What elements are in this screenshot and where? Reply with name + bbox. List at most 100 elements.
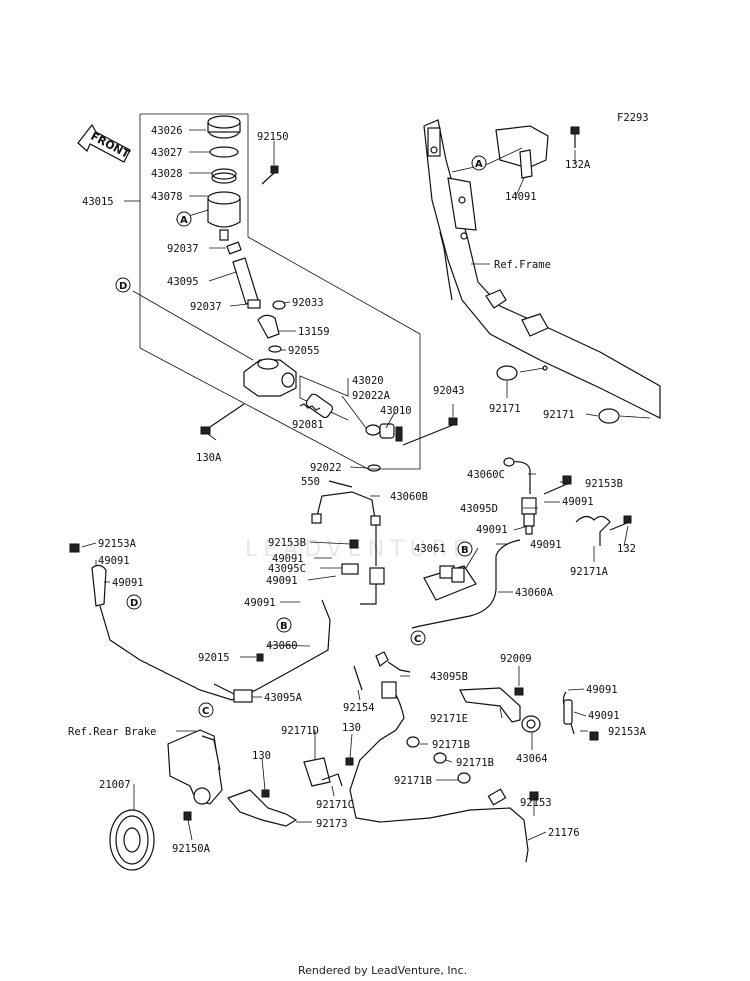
- caliper-hose: [349, 681, 529, 863]
- label-130A: 130A: [196, 452, 222, 464]
- master-cylinder-assembly-box: [139, 113, 421, 470]
- label-92150A: 92150A: [172, 843, 211, 855]
- label-49091-e: 49091: [112, 577, 144, 589]
- label-43027: 43027: [151, 147, 183, 159]
- callout-B-2: B: [276, 617, 292, 633]
- label-43095C: 43095C: [268, 563, 306, 575]
- label-43095D: 43095D: [460, 503, 498, 515]
- label-132A: 132A: [565, 159, 591, 171]
- label-92171C: 92171C: [316, 799, 354, 811]
- label-14091: 14091: [505, 191, 537, 203]
- bolt-132A: [570, 126, 580, 148]
- pin-550: [328, 480, 353, 488]
- hose-clamp: [226, 241, 242, 255]
- svg-text:A: A: [475, 159, 483, 170]
- label-130-b: 130: [252, 750, 271, 762]
- label-43064: 43064: [516, 753, 548, 765]
- bolt-132: [609, 515, 632, 531]
- oring-92033: [272, 300, 286, 310]
- bolt-92153A-left: [69, 543, 80, 553]
- svg-text:C: C: [202, 706, 209, 717]
- bolt-92150A: [183, 811, 192, 821]
- frame: [423, 119, 661, 419]
- distributor-43061: [423, 565, 477, 601]
- label-43026: 43026: [151, 125, 183, 137]
- label-43015: 43015: [82, 196, 114, 208]
- svg-text:D: D: [119, 281, 127, 292]
- label-92037-a: 92037: [167, 243, 199, 255]
- label-92153B: 92153B: [585, 478, 623, 490]
- callout-B-1: B: [457, 541, 473, 557]
- label-92015: 92015: [198, 652, 230, 664]
- label-43060B: 43060B: [390, 491, 428, 503]
- svg-text:D: D: [130, 598, 138, 609]
- label-49091-h: 49091: [244, 597, 276, 609]
- label-ref-rear-brake: Ref.Rear Brake: [68, 726, 157, 738]
- brake-hose-43060B: [311, 491, 381, 566]
- banjo-43095D: [521, 497, 537, 535]
- label-92171E: 92171E: [430, 713, 468, 725]
- label-49091-b: 49091: [476, 524, 508, 536]
- diaphragm: [211, 168, 237, 184]
- label-92153B-mid: 92153B: [268, 537, 306, 549]
- bracket-92171C: [321, 773, 343, 787]
- label-13159: 13159: [298, 326, 330, 338]
- footer-credit: Rendered by LeadVenture, Inc.: [298, 964, 467, 977]
- label-550: 550: [301, 476, 320, 488]
- label-49091-d: 49091: [98, 555, 130, 567]
- label-21007: 21007: [99, 779, 131, 791]
- label-92081: 92081: [292, 419, 324, 431]
- label-43095B: 43095B: [430, 671, 468, 683]
- banjo-43095A: [233, 689, 253, 703]
- label-43095: 43095: [167, 276, 199, 288]
- label-ref-frame: Ref.Frame: [494, 259, 551, 271]
- banjo-43095C: [341, 563, 385, 605]
- callout-D-2: D: [126, 594, 142, 610]
- label-92033: 92033: [292, 297, 324, 309]
- bolt-130-mid: [345, 757, 354, 766]
- bracket-14091: [495, 125, 549, 179]
- reservoir-cap: [207, 115, 241, 139]
- label-92009: 92009: [500, 653, 532, 665]
- callout-C-2: C: [198, 702, 214, 718]
- oring-92055: [268, 345, 282, 353]
- label-43010: 43010: [380, 405, 412, 417]
- leaders-lower: [81, 473, 629, 841]
- clamp-92171a: [496, 365, 518, 381]
- hose-clamp-lower: [247, 299, 261, 309]
- bracket-92171D: [303, 757, 331, 787]
- leaders-frame: [451, 147, 651, 419]
- label-92022A: 92022A: [352, 390, 391, 402]
- label-43078: 43078: [151, 191, 183, 203]
- label-43028: 43028: [151, 168, 183, 180]
- label-49091-i: 49091: [586, 684, 618, 696]
- bolt-92153B: [543, 475, 572, 495]
- hose-fitting-13159: [257, 314, 280, 339]
- brake-hose-43060C: [503, 457, 531, 494]
- bolt-130A: [200, 403, 245, 435]
- leaders-mc: [124, 129, 454, 497]
- label-92153A-left: 92153A: [98, 538, 137, 550]
- label-43095A: 43095A: [264, 692, 303, 704]
- label-92171-a: 92171: [489, 403, 521, 415]
- label-43060C: 43060C: [467, 469, 505, 481]
- label-49091-c: 49091: [530, 539, 562, 551]
- piston-kit: [299, 375, 403, 442]
- label-92171A: 92171A: [570, 566, 609, 578]
- label-92150: 92150: [257, 131, 289, 143]
- svg-text:A: A: [180, 215, 188, 226]
- label-130-a: 130: [342, 722, 361, 734]
- sensor-21176: [487, 788, 507, 806]
- bracket-92171E: [459, 687, 521, 723]
- master-cylinder-body: [243, 358, 297, 397]
- label-92043: 92043: [433, 385, 465, 397]
- label-92022: 92022: [310, 462, 342, 474]
- label-132: 132: [617, 543, 636, 555]
- bolt-92154: [353, 665, 363, 691]
- label-43060A: 43060A: [515, 587, 554, 599]
- bolt-92015: [256, 653, 264, 662]
- svg-text:B: B: [280, 621, 288, 632]
- diaphragm-plate: [209, 146, 239, 158]
- callout-C-1: C: [410, 630, 426, 646]
